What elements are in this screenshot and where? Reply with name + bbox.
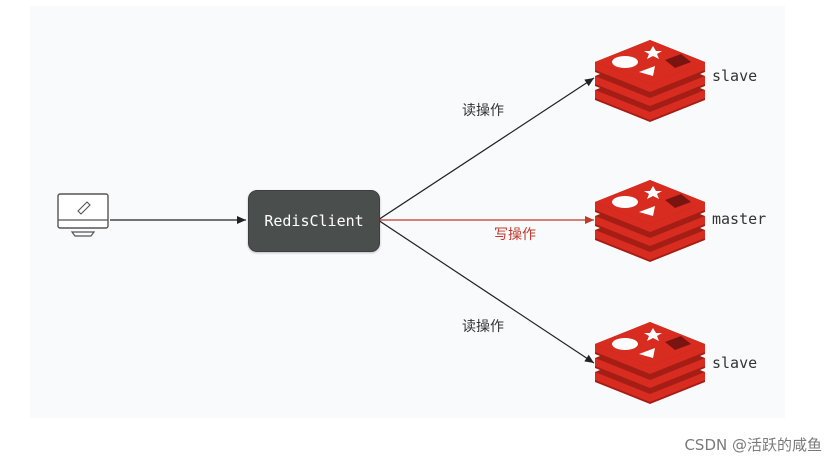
redis-master-icon xyxy=(595,180,705,262)
node-label-slave-bottom: slave xyxy=(712,354,758,372)
watermark: CSDN @活跃的咸鱼 xyxy=(684,436,822,454)
read-arrow-bottom xyxy=(377,219,595,364)
node-label-slave-top: slave xyxy=(712,67,758,85)
computer-icon xyxy=(57,193,109,237)
redis-slave-top-icon xyxy=(595,40,705,122)
node-label-master: master xyxy=(712,210,767,228)
edge-label-read-top: 读操作 xyxy=(462,103,504,119)
read-arrow-top xyxy=(377,77,595,221)
redis-client-label: RedisClient xyxy=(264,212,364,230)
redis-client-box: RedisClient xyxy=(248,190,380,252)
redis-slave-bottom-icon xyxy=(595,322,705,404)
edge-label-write: 写操作 xyxy=(494,227,536,243)
edge-label-read-bottom: 读操作 xyxy=(462,319,504,335)
